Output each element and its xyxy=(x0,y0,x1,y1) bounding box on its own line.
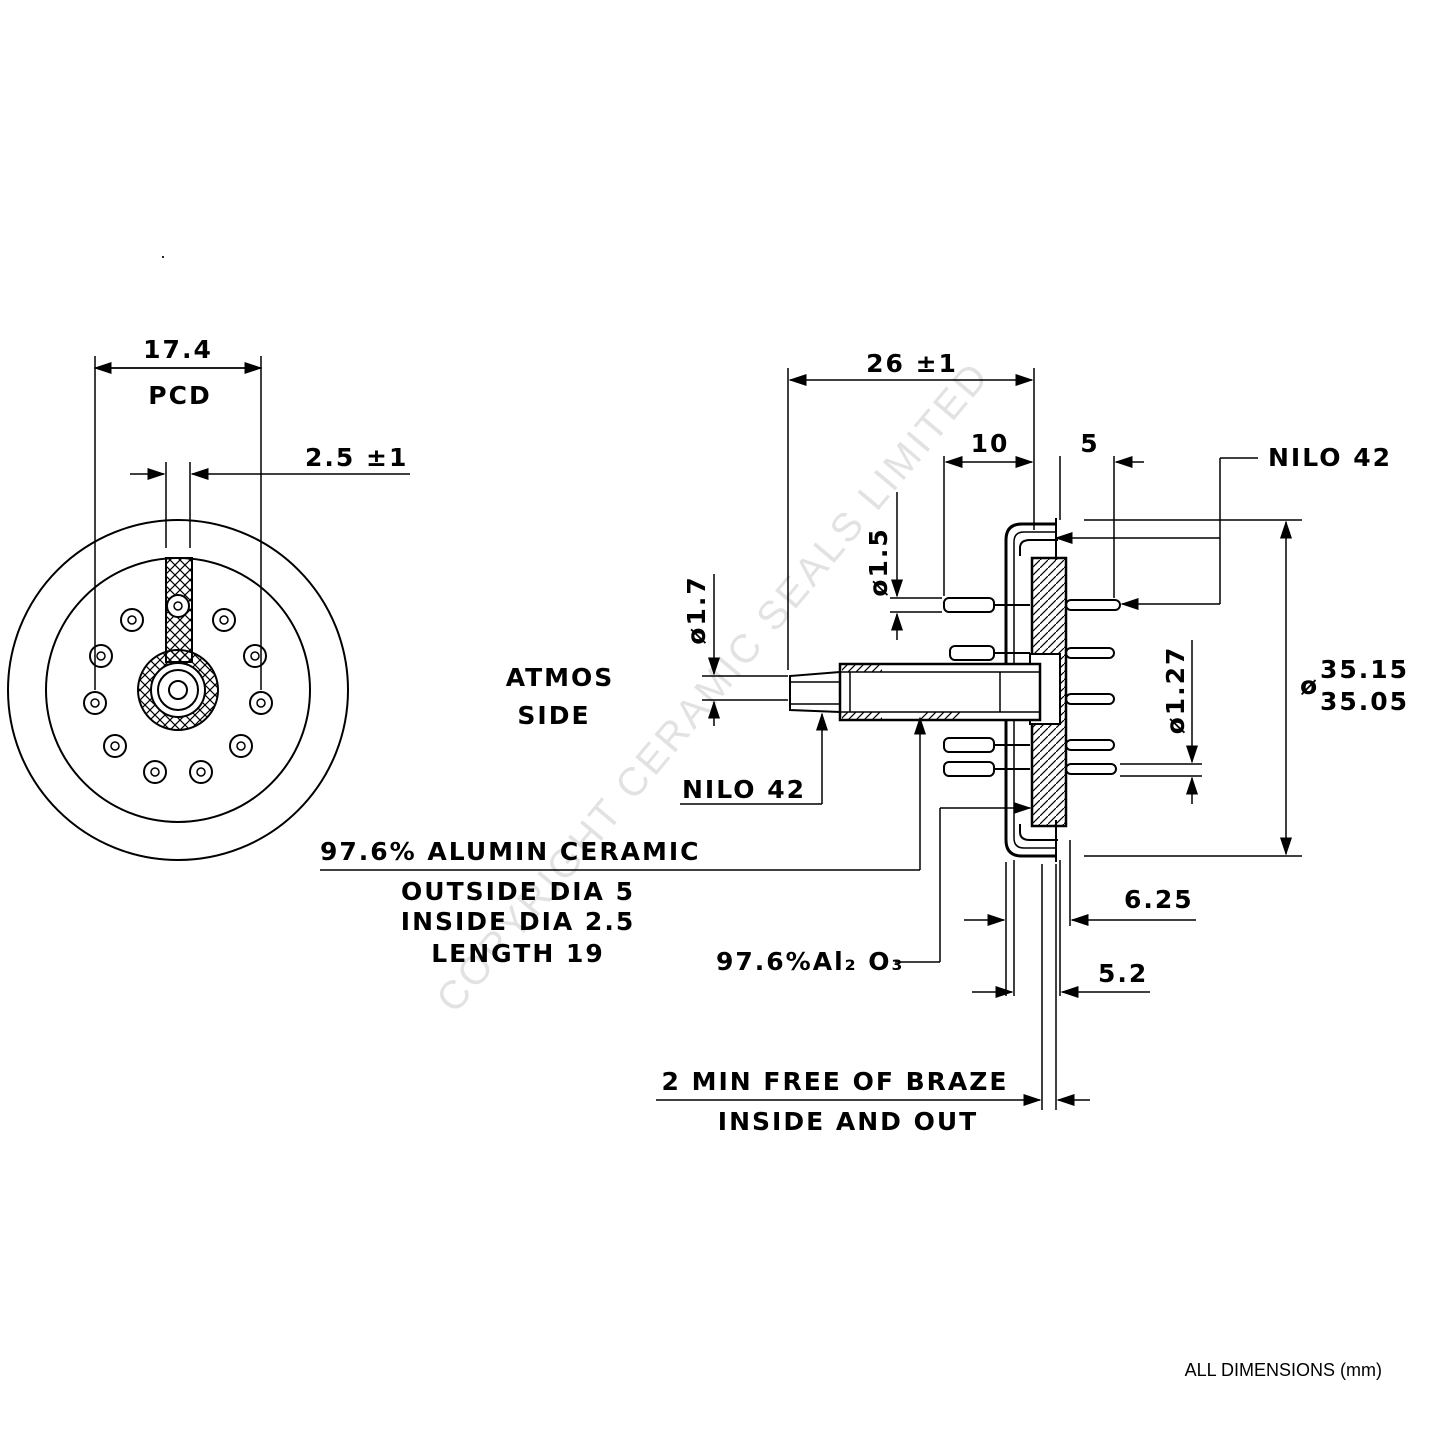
pin xyxy=(1065,693,1115,705)
braze-line2: INSIDE AND OUT xyxy=(718,1107,978,1136)
atmos-label-line2: SIDE xyxy=(517,701,590,730)
pin-hole xyxy=(243,644,267,668)
pin xyxy=(949,645,1115,661)
dim-10-value: 10 xyxy=(971,429,1010,458)
pin-hole xyxy=(189,760,213,784)
stray-mark: · xyxy=(160,246,166,266)
pin-offset-value: 2.5 ±1 xyxy=(305,443,408,472)
central-tube xyxy=(789,662,1042,722)
alumina-leader: 97.6%Al₂ O₃ xyxy=(716,802,1032,976)
ceramic-od: OUTSIDE DIA 5 xyxy=(401,877,635,906)
pin-dia-1-27-dimension: ø1.27 xyxy=(1120,640,1202,804)
pcd-label: PCD xyxy=(148,381,211,410)
nilo-top-leader: NILO 42 xyxy=(1054,443,1392,610)
pin-hole xyxy=(89,644,113,668)
pin-hole xyxy=(143,760,167,784)
dim-5: 5 xyxy=(1080,429,1144,598)
pin-offset-dimension: 2.5 ±1 xyxy=(130,443,410,548)
dim-10: 10 xyxy=(943,429,1061,596)
pin-dia-1-27-value: ø1.27 xyxy=(1161,646,1190,735)
tube-dia-1-7-value: ø1.7 xyxy=(682,575,711,644)
side-view: 26 ±1 10 5 ø1.5 xyxy=(320,349,1409,1136)
dim-5-value: 5 xyxy=(1080,429,1099,458)
pin-hole xyxy=(212,608,236,632)
alumina-label: 97.6%Al₂ O₃ xyxy=(716,947,905,976)
pin-hole xyxy=(103,734,127,758)
front-view: 17.4 PCD 2.5 ±1 xyxy=(7,335,410,861)
tube-dia-1-7-dimension: ø1.7 xyxy=(682,574,788,726)
braze-line1: 2 MIN FREE OF BRAZE xyxy=(662,1067,1009,1096)
nilo-bottom-leader: NILO 42 xyxy=(680,712,828,805)
pcd-dimension: 17.4 PCD xyxy=(93,335,263,690)
units-note: ALL DIMENSIONS (mm) xyxy=(1185,1360,1382,1380)
pin-holes xyxy=(83,594,273,784)
central-tube-ring xyxy=(157,669,199,711)
outer-flange-circle xyxy=(7,519,349,861)
dim-5-2-value: 5.2 xyxy=(1098,959,1148,988)
pin-dia-1-5-value: ø1.5 xyxy=(864,527,893,596)
dim-6-25-value: 6.25 xyxy=(1124,885,1194,914)
overall-length-value: 26 ±1 xyxy=(866,349,958,378)
pin-hole xyxy=(83,691,107,715)
pin-hole xyxy=(120,608,144,632)
ceramic-leader: 97.6% ALUMIN CERAMIC OUTSIDE DIA 5 INSID… xyxy=(320,716,926,968)
ceramic-id: INSIDE DIA 2.5 xyxy=(401,907,635,936)
flange-dia-symbol: ø xyxy=(1300,671,1319,700)
flange-dia-dimension: ø 35.15 35.05 xyxy=(1084,519,1409,857)
central-tube-outer xyxy=(150,662,206,718)
feedthrough-pins xyxy=(943,597,1121,777)
ceramic-title: 97.6% ALUMIN CERAMIC xyxy=(320,837,700,866)
pin xyxy=(943,597,1121,613)
pin-dia-1-5-dimension: ø1.5 xyxy=(864,492,942,640)
overall-length-dimension: 26 ±1 xyxy=(787,349,1035,670)
nilo-top-label: NILO 42 xyxy=(1268,443,1392,472)
pin-hole xyxy=(249,691,273,715)
flange-dia-min: 35.05 xyxy=(1320,687,1409,716)
pin-hole xyxy=(229,734,253,758)
pin xyxy=(943,737,1115,753)
dim-6-25: 6.25 xyxy=(964,840,1196,996)
flange-dia-max: 35.15 xyxy=(1320,655,1409,684)
pcd-value: 17.4 xyxy=(143,335,213,364)
nilo-bottom-label: NILO 42 xyxy=(682,775,806,804)
pin-hole xyxy=(166,594,190,618)
braze-dimension: 2 MIN FREE OF BRAZE INSIDE AND OUT xyxy=(656,864,1090,1136)
atmos-label-line1: ATMOS xyxy=(506,663,615,692)
ceramic-length: LENGTH 19 xyxy=(431,939,604,968)
central-tube-bore xyxy=(168,680,188,700)
dim-5-2: 5.2 xyxy=(972,860,1150,998)
pin xyxy=(943,761,1117,777)
